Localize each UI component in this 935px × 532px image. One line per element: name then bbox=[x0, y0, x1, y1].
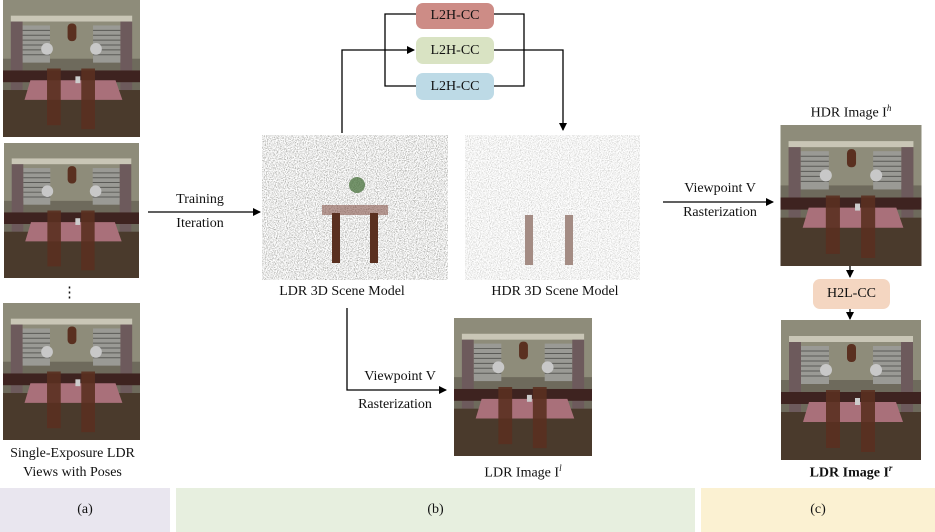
band-a: (a) bbox=[0, 488, 170, 532]
hdr-image bbox=[780, 125, 922, 266]
input-caption-line2: Views with Poses bbox=[23, 465, 122, 480]
input-caption-line1: Single-Exposure LDR bbox=[10, 446, 135, 461]
ellipsis: ⋮ bbox=[62, 285, 77, 301]
render-top-line1: Viewpoint V bbox=[670, 181, 770, 197]
ldr-l-caption-text: LDR Image I bbox=[484, 465, 560, 481]
l2h-cc-module-green: L2H-CC bbox=[416, 37, 494, 64]
l2h-cc-module-blue: L2H-CC bbox=[416, 73, 494, 100]
render-bottom-line2: Rasterization bbox=[358, 397, 432, 412]
hdr-caption-sup: h bbox=[886, 103, 892, 113]
render-top-line2: Rasterization bbox=[683, 205, 757, 220]
hdr-caption-text: HDR Image I bbox=[810, 105, 887, 121]
connector-arrows bbox=[148, 13, 854, 394]
band-b: (b) bbox=[176, 488, 695, 532]
render-bottom-line1: Viewpoint V bbox=[364, 369, 436, 384]
ldr-l-caption: LDR Image Il bbox=[453, 463, 593, 482]
ldr-model-label: LDR 3D Scene Model bbox=[279, 284, 405, 299]
ldr-r-caption-sup: r bbox=[888, 463, 893, 473]
training-label-line2: Iteration bbox=[176, 216, 224, 231]
ldr-image-r bbox=[780, 320, 922, 460]
ldr-l-caption-sup: l bbox=[559, 463, 562, 473]
viewpoint-label: Viewpoint V bbox=[684, 181, 756, 196]
hdr-image-caption: HDR Image Ih bbox=[780, 103, 922, 122]
training-label-line1: Training bbox=[176, 192, 224, 207]
h2l-cc-module: H2L-CC bbox=[813, 279, 890, 309]
ldr-point-cloud bbox=[262, 135, 448, 280]
hdr-model-label: HDR 3D Scene Model bbox=[491, 284, 619, 299]
l2h-cc-module-red: L2H-CC bbox=[416, 3, 494, 29]
ldr-image-l bbox=[453, 318, 593, 456]
hdr-point-cloud bbox=[465, 135, 640, 280]
band-c: (c) bbox=[701, 488, 935, 532]
ldr-r-caption-text: LDR Image I bbox=[809, 465, 889, 481]
ldr-r-caption: LDR Image Ir bbox=[780, 463, 922, 482]
